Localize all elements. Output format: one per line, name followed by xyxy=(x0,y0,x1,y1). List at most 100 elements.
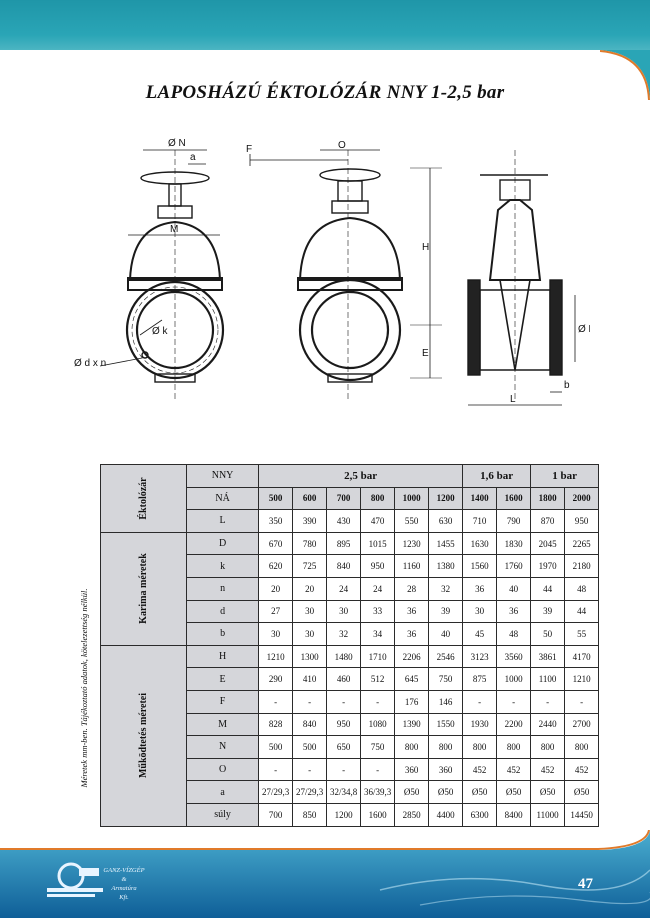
table-cell: 176 xyxy=(394,689,430,714)
table-cell: 800 xyxy=(394,735,430,759)
table-cell: 1210 xyxy=(564,667,600,691)
table-cell: 27/29,3 xyxy=(258,780,294,804)
table-cell: 36 xyxy=(394,599,430,624)
table-cell: 3560 xyxy=(496,644,532,669)
nominal-size: 1000 xyxy=(394,486,430,511)
table-cell: 800 xyxy=(496,735,532,759)
table-cell: - xyxy=(292,689,328,714)
table-cell: 645 xyxy=(394,667,430,691)
table-cell: 460 xyxy=(326,667,362,691)
table-cell: 1930 xyxy=(462,712,498,737)
table-cell: 8400 xyxy=(496,802,532,827)
table-cell: 470 xyxy=(360,509,396,533)
table-cell: - xyxy=(258,757,294,782)
table-cell: 1015 xyxy=(360,531,396,556)
label-dxn: Ø d x n xyxy=(74,358,106,369)
pressure-header: 1,6 bar xyxy=(462,464,532,488)
table-cell: 1000 xyxy=(496,667,532,691)
section-view xyxy=(467,150,576,406)
table-cell: 32 xyxy=(326,622,362,646)
row-label: NNY xyxy=(186,464,260,488)
table-cell: 4400 xyxy=(428,802,464,827)
table-cell: 14450 xyxy=(564,802,600,827)
company-logo xyxy=(47,862,103,897)
table-cell: 3861 xyxy=(530,644,566,669)
table-cell: 1630 xyxy=(462,531,498,556)
table-cell: 840 xyxy=(292,712,328,737)
row-label: NÁ xyxy=(186,486,260,511)
table-cell: 1710 xyxy=(360,644,396,669)
table-cell: 780 xyxy=(292,531,328,556)
header-band xyxy=(0,0,650,50)
table-cell: 2850 xyxy=(394,802,430,827)
row-label: H xyxy=(186,644,260,669)
table-cell: 800 xyxy=(530,735,566,759)
label-f: F xyxy=(246,144,252,155)
table-cell: 24 xyxy=(326,576,362,601)
table-cell: 39 xyxy=(428,599,464,624)
table-cell: 1550 xyxy=(428,712,464,737)
table-cell: 452 xyxy=(496,757,532,782)
nominal-size: 700 xyxy=(326,486,362,511)
nominal-size: 600 xyxy=(292,486,328,511)
table-cell: 850 xyxy=(292,802,328,827)
table-cell: 452 xyxy=(564,757,600,782)
table-cell: 11000 xyxy=(530,802,566,827)
table-row: F ----176 146---- xyxy=(101,689,600,714)
table-cell: 1080 xyxy=(360,712,396,737)
label-d: Ø D xyxy=(578,324,590,335)
table-cell: 840 xyxy=(326,554,362,578)
group-label: Éktolózár xyxy=(99,464,188,533)
table-cell: 360 xyxy=(428,757,464,782)
table-cell: 430 xyxy=(326,509,362,533)
table-cell: 36 xyxy=(462,576,498,601)
row-label: O xyxy=(186,757,260,782)
table-cell: 410 xyxy=(292,667,328,691)
table-cell: 550 xyxy=(394,509,430,533)
table-cell: Ø50 xyxy=(530,780,566,804)
table-cell: 1830 xyxy=(496,531,532,556)
table-cell: 33 xyxy=(360,599,396,624)
table-cell: 950 xyxy=(564,509,600,533)
table-cell: 2200 xyxy=(496,712,532,737)
table-cell: 1300 xyxy=(292,644,328,669)
label-on: Ø N xyxy=(168,138,186,149)
spec-table: Éktolózár NNY 2,5 bar 1,6 bar 1 bar NÁ 5… xyxy=(99,464,600,827)
table-cell: 36 xyxy=(394,622,430,646)
table-cell: 4170 xyxy=(564,644,600,669)
table-cell: Ø50 xyxy=(462,780,498,804)
group-label: Karima méretek xyxy=(99,531,188,646)
table-cell: Ø50 xyxy=(428,780,464,804)
footer-band xyxy=(0,830,650,918)
table-cell: 725 xyxy=(292,554,328,578)
logo-text: GANZ-VÍZGÉP & Armatúra Kft. xyxy=(103,867,145,901)
pressure-header: 1 bar xyxy=(530,464,600,488)
table-cell: Ø50 xyxy=(564,780,600,804)
table-cell: 1390 xyxy=(394,712,430,737)
table-cell: Ø50 xyxy=(496,780,532,804)
table-cell: - xyxy=(462,689,498,714)
table-cell: 800 xyxy=(564,735,600,759)
row-label: M xyxy=(186,712,260,737)
nominal-size: 1200 xyxy=(428,486,464,511)
table-cell: 32 xyxy=(428,576,464,601)
row-label: k xyxy=(186,554,260,578)
table-cell: 1210 xyxy=(258,644,294,669)
table-cell: 32/34,8 xyxy=(326,780,362,804)
row-label: E xyxy=(186,667,260,691)
row-label: a xyxy=(186,780,260,804)
table-cell: 55 xyxy=(564,622,600,646)
nominal-size: 1400 xyxy=(462,486,498,511)
table-cell: 48 xyxy=(496,622,532,646)
label-l: L xyxy=(510,394,516,405)
table-cell: 1600 xyxy=(360,802,396,827)
table-cell: 2546 xyxy=(428,644,464,669)
row-label: L xyxy=(186,509,260,533)
